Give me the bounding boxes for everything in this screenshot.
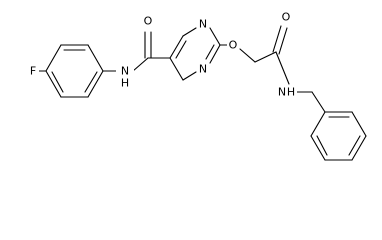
double-bond-inner bbox=[175, 40, 187, 59]
bond-c-o-double bbox=[272, 25, 282, 53]
fluorophenyl-ring bbox=[45, 44, 104, 98]
atom-nh-amide1: N H bbox=[116, 62, 134, 90]
atom-hydrogen: H bbox=[121, 77, 129, 90]
atom-symbol: N bbox=[121, 65, 129, 78]
bond bbox=[45, 44, 62, 72]
bond bbox=[45, 70, 62, 98]
atom-n-pyrimidine3: N bbox=[197, 62, 209, 76]
bond-n-c bbox=[132, 57, 149, 72]
pyrimidine-ring bbox=[169, 27, 221, 81]
molecule-structure: F N H O N N O O N H bbox=[27, 10, 367, 161]
atom-hydrogen: H bbox=[287, 86, 295, 99]
atom-n-pyrimidine1: N bbox=[197, 17, 209, 31]
double-bond-inner bbox=[316, 135, 328, 156]
benzyl-ring bbox=[310, 111, 367, 161]
atom-symbol: O bbox=[282, 11, 291, 24]
atom-symbol: N bbox=[199, 18, 207, 31]
bond bbox=[209, 44, 221, 64]
atom-symbol: O bbox=[229, 39, 238, 52]
bond bbox=[87, 44, 104, 72]
bond bbox=[182, 71, 197, 81]
bond bbox=[310, 111, 326, 137]
bond bbox=[310, 135, 326, 161]
bond-ch2-ring bbox=[311, 91, 326, 113]
atom-o-ether: O bbox=[227, 38, 239, 52]
bond-c-o-double bbox=[278, 27, 288, 55]
bond bbox=[351, 135, 367, 161]
bond-c-n bbox=[275, 51, 290, 85]
bond bbox=[169, 57, 184, 81]
bond bbox=[87, 70, 104, 98]
atom-f: F bbox=[27, 64, 39, 78]
atom-o-carbonyl1: O bbox=[142, 14, 154, 28]
double-bond-inner bbox=[205, 44, 215, 60]
atom-nh-amide2: N H bbox=[278, 85, 297, 99]
bond-ch2-c bbox=[254, 51, 277, 63]
atom-symbol: O bbox=[144, 15, 153, 28]
double-bond-inner bbox=[348, 135, 361, 156]
bond bbox=[169, 35, 184, 59]
bond bbox=[209, 27, 221, 46]
atom-symbol: N bbox=[278, 86, 286, 99]
atom-symbol: N bbox=[199, 63, 207, 76]
double-bond-inner bbox=[51, 71, 64, 93]
bond bbox=[351, 111, 367, 137]
bond bbox=[182, 27, 197, 37]
atom-o-carbonyl2: O bbox=[280, 10, 292, 24]
bond-o-ch2 bbox=[239, 48, 256, 63]
double-bond-inner bbox=[84, 71, 98, 93]
atom-symbol: F bbox=[30, 65, 36, 78]
